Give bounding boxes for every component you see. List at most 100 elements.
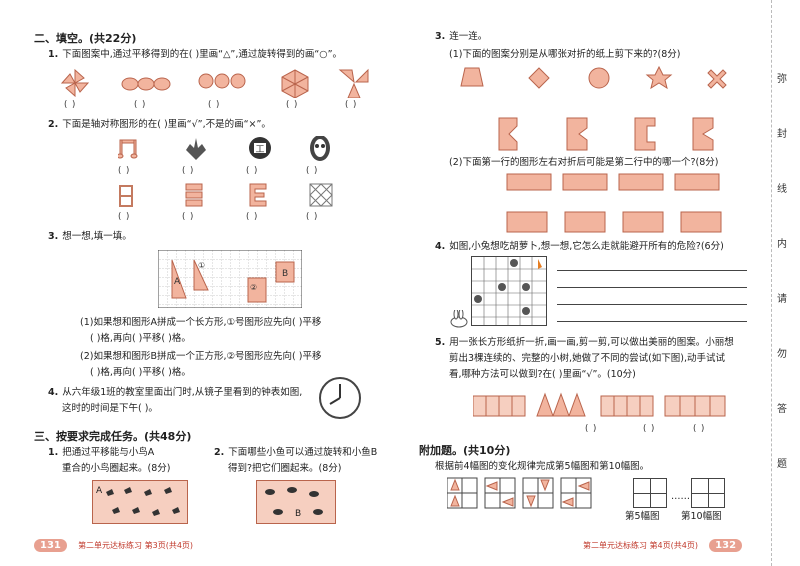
- maze-grid-lines: [472, 257, 546, 325]
- svg-text:工: 工: [255, 145, 264, 155]
- flower-row-icon: [121, 77, 171, 91]
- q1-answer-5[interactable]: ( ): [345, 100, 358, 110]
- clock-icon: [319, 377, 361, 419]
- r-q5: 5.用一张长方形纸折一折,画一画,剪一剪,可以做出美丽的图案。小丽想: [435, 336, 795, 350]
- seal-char-4: 内: [777, 239, 787, 250]
- folded-paper-2: [566, 117, 588, 151]
- q5-answer-3[interactable]: ( ): [693, 424, 706, 434]
- svg-text:①: ①: [198, 261, 205, 270]
- svg-text:②: ②: [250, 283, 257, 292]
- q3-text: 想一想,填一填。: [62, 231, 132, 242]
- extra-title: 附加题。(共10分): [419, 444, 511, 457]
- mask-icon: [310, 136, 330, 161]
- translation-grid: A ① ② B: [158, 250, 302, 308]
- plant-icon: [186, 138, 206, 160]
- s3-q1-number: 1.: [48, 447, 59, 458]
- trapezoid-icon: [460, 67, 484, 87]
- q2-answer-3[interactable]: ( ): [246, 166, 259, 176]
- answer-line-4[interactable]: [557, 321, 747, 322]
- fig10-label: 第10幅图: [681, 511, 722, 522]
- seal-char-3: 线: [777, 184, 787, 195]
- q2-text: 下面是轴对称图形的在( )里画“√”,不是的画“×”。: [62, 119, 271, 130]
- sequence-fig-4: [560, 477, 592, 509]
- birds-group: [106, 487, 180, 516]
- answer-line-3[interactable]: [557, 304, 747, 305]
- q2: 2.下面是轴对称图形的在( )里画“√”,不是的画“×”。: [48, 118, 408, 132]
- q3-1-line-a: (1)如果想和图形A拼成一个长方形,①号图形应先向( )平移: [80, 317, 322, 328]
- seal-text: 弥 封 线 内 请 勿 答 题: [777, 70, 795, 470]
- music-note-icon: [118, 139, 138, 159]
- r-q5-number: 5.: [435, 337, 446, 348]
- q1-answer-3[interactable]: ( ): [208, 100, 221, 110]
- q2-answer-4[interactable]: ( ): [306, 166, 319, 176]
- q1-text: 下面图案中,通过平移得到的在( )里画“△”,通过旋转得到的画“○”。: [62, 49, 342, 60]
- q1: 1.下面图案中,通过平移得到的在( )里画“△”,通过旋转得到的画“○”。: [48, 48, 408, 62]
- fish-box: B: [256, 480, 336, 524]
- sequence-fig-3: [522, 477, 554, 509]
- tree-row-icon: [536, 392, 586, 417]
- fish-group: [265, 487, 323, 515]
- seal-char-5: 请: [777, 294, 787, 305]
- carrot-icon: [538, 259, 542, 269]
- birds-box: A: [92, 480, 188, 524]
- paper-folding-attempts: [473, 392, 726, 417]
- star-icon: [645, 66, 673, 90]
- q1-answer-2[interactable]: ( ): [134, 100, 147, 110]
- section2-title: 二、填空。(共22分): [34, 32, 137, 45]
- r-q3-number: 3.: [435, 31, 446, 42]
- fig5-answer-box[interactable]: [633, 478, 667, 508]
- footer-text-right: 第二单元达标练习 第4页(共4页): [583, 541, 698, 550]
- q1-patterns: [60, 68, 369, 98]
- danger-icon: [522, 283, 530, 291]
- lattice-icon: [309, 183, 333, 207]
- bird-icons: [106, 487, 180, 516]
- q2-answer-8[interactable]: ( ): [306, 212, 319, 222]
- pattern-sequence: [447, 477, 592, 509]
- r-q5-text-c: 看,哪种方法可以做到?在( )里画“√”。(10分): [449, 369, 636, 380]
- seal-char-7: 答: [777, 404, 787, 415]
- s3-q1-text-b: 重合的小鸟圈起来。(8分): [62, 463, 171, 474]
- footer-text-left: 第二单元达标练习 第3页(共4页): [78, 541, 194, 550]
- q3-2-line-a: (2)如果想和图形B拼成一个正方形,②号图形应先向( )平移: [80, 351, 322, 362]
- r-q3-1-text: (1)下面的图案分别是从哪张对折的纸上剪下来的?(8分): [449, 49, 681, 60]
- stacked-block-icon: [185, 183, 203, 207]
- letter-e-icon: [249, 183, 267, 207]
- q5-answer-2[interactable]: ( ): [643, 424, 656, 434]
- seal-line: [771, 0, 772, 566]
- left-page: 二、填空。(共22分) 1.下面图案中,通过平移得到的在( )里画“△”,通过旋…: [34, 32, 408, 552]
- answer-line-1[interactable]: [557, 270, 747, 271]
- answer-line-2[interactable]: [557, 287, 747, 288]
- q2-answer-2[interactable]: ( ): [182, 166, 195, 176]
- q3-2-line-b: ( )格,再向( )平移( )格。: [90, 367, 191, 378]
- fish-b-label: B: [295, 509, 302, 519]
- circle-icon: [588, 67, 610, 89]
- page-number-left: 131: [34, 539, 67, 552]
- seal-char-6: 勿: [777, 349, 787, 360]
- folded-paper-3: [634, 117, 656, 151]
- q1-answer-4[interactable]: ( ): [286, 100, 299, 110]
- q2-answer-6[interactable]: ( ): [182, 212, 195, 222]
- q4-text-a: 从六年级1班的教室里面出门时,从镜子里看到的钟表如图,: [62, 387, 303, 398]
- fish-icons: [265, 487, 323, 515]
- q1-answer-1[interactable]: ( ): [64, 100, 77, 110]
- hexagon-icon: [281, 69, 309, 98]
- q2-answer-7[interactable]: ( ): [246, 212, 259, 222]
- number-six-icon: [119, 185, 133, 207]
- q2-answer-1[interactable]: ( ): [118, 166, 131, 176]
- danger-icon: [474, 295, 482, 303]
- s3-q2-text-a: 下面哪些小鱼可以通过旋转和小鱼B: [228, 447, 378, 458]
- rabbit-icon: [450, 310, 468, 328]
- rabbit-maze-grid: [471, 256, 547, 326]
- q2-answer-5[interactable]: ( ): [118, 212, 131, 222]
- q5-answer-1[interactable]: ( ): [585, 424, 598, 434]
- fig10-answer-box[interactable]: [691, 478, 725, 508]
- danger-icon: [498, 283, 506, 291]
- shape-b: [275, 261, 295, 283]
- s3-q2: 2.下面哪些小鱼可以通过旋转和小鱼B: [214, 446, 377, 460]
- q4-number: 4.: [48, 387, 59, 398]
- s3-q1: 1.把通过平移能与小鸟A: [48, 446, 154, 460]
- folded-paper-row: [498, 117, 714, 151]
- r-q4-number: 4.: [435, 241, 446, 252]
- q3-number: 3.: [48, 231, 59, 242]
- sequence-dots: ……: [671, 491, 690, 502]
